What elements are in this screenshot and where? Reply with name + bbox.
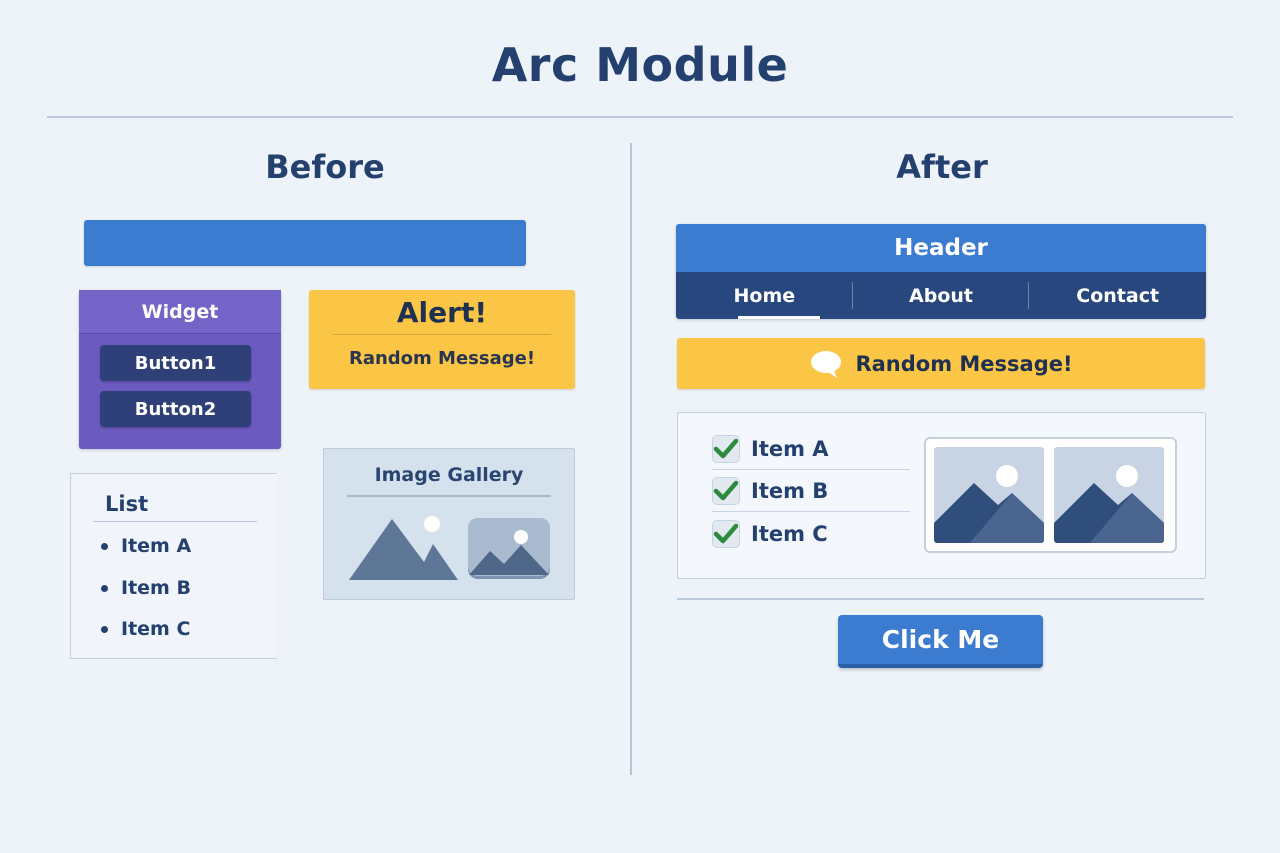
- mountain-image-icon[interactable]: [934, 447, 1044, 543]
- checklist-item[interactable]: Item A: [712, 428, 910, 470]
- nav-bar: Home About Contact: [676, 272, 1206, 319]
- alert-divider: [333, 334, 551, 335]
- after-gallery: [924, 437, 1177, 553]
- click-me-button[interactable]: Click Me: [838, 615, 1043, 668]
- list-panel: List Item A Item B Item C: [70, 473, 277, 659]
- checklist-label: Item B: [751, 478, 829, 503]
- checkbox[interactable]: [712, 476, 740, 505]
- bullet-icon: [101, 543, 108, 550]
- checklist-label: Item C: [751, 522, 828, 546]
- nav-contact[interactable]: Contact: [1029, 272, 1206, 319]
- bullet-icon: [101, 585, 108, 592]
- image-gallery-panel: Image Gallery: [323, 448, 575, 600]
- title-divider: [47, 116, 1233, 118]
- list-item: Item B: [101, 577, 191, 599]
- before-heading: Before: [265, 148, 385, 186]
- checklist-item[interactable]: Item C: [712, 513, 910, 555]
- gallery-title: Image Gallery: [374, 464, 524, 486]
- check-icon: [713, 438, 739, 458]
- button1[interactable]: Button1: [100, 345, 251, 381]
- before-header-bar: [84, 220, 526, 266]
- nav-separator: [851, 282, 853, 309]
- list-title: List: [105, 492, 149, 516]
- mountain-image-icon[interactable]: [1054, 447, 1164, 543]
- checklist-label: Item A: [751, 436, 829, 461]
- active-nav-indicator: [738, 316, 820, 319]
- widget-title: Widget: [79, 290, 281, 334]
- mountain-image-icon[interactable]: [468, 518, 550, 579]
- list-item-label: Item B: [121, 577, 191, 599]
- list-item: Item A: [101, 535, 191, 557]
- nav-home-label: Home: [733, 284, 796, 307]
- check-icon: [713, 523, 739, 544]
- alert-box: Alert! Random Message!: [309, 290, 575, 389]
- page-title: Arc Module: [491, 38, 789, 92]
- message-bar: Random Message!: [677, 338, 1205, 389]
- checkbox[interactable]: [712, 520, 740, 548]
- list-item: Item C: [101, 618, 190, 640]
- nav-about-label: About: [909, 284, 973, 307]
- nav-about[interactable]: About: [853, 272, 1030, 319]
- nav-contact-label: Contact: [1076, 284, 1160, 307]
- checklist-item[interactable]: Item B: [712, 470, 910, 512]
- list-title-divider: [93, 521, 257, 522]
- check-icon: [713, 480, 739, 500]
- center-divider: [630, 143, 632, 775]
- mountain-image-icon: [349, 516, 458, 580]
- bottom-divider: [677, 598, 1204, 600]
- widget-panel: Widget Button1 Button2: [79, 290, 281, 449]
- content-panel: Item A Item B Item C: [677, 412, 1206, 579]
- after-heading: After: [896, 148, 988, 186]
- header-bar: Header: [676, 224, 1206, 272]
- alert-title: Alert!: [396, 296, 488, 329]
- checkbox[interactable]: [712, 434, 740, 463]
- bullet-icon: [101, 626, 108, 633]
- message-text: Random Message!: [855, 351, 1073, 376]
- nav-separator: [1028, 282, 1030, 309]
- list-item-label: Item C: [121, 618, 191, 640]
- alert-message: Random Message!: [348, 348, 536, 369]
- button2[interactable]: Button2: [100, 391, 251, 427]
- after-header-block: Header Home About Contact: [676, 224, 1206, 319]
- list-item-label: Item A: [121, 535, 192, 557]
- speech-bubble-icon: [811, 350, 842, 378]
- nav-home[interactable]: Home: [676, 272, 853, 319]
- gallery-images: [349, 516, 550, 580]
- gallery-divider: [347, 495, 551, 497]
